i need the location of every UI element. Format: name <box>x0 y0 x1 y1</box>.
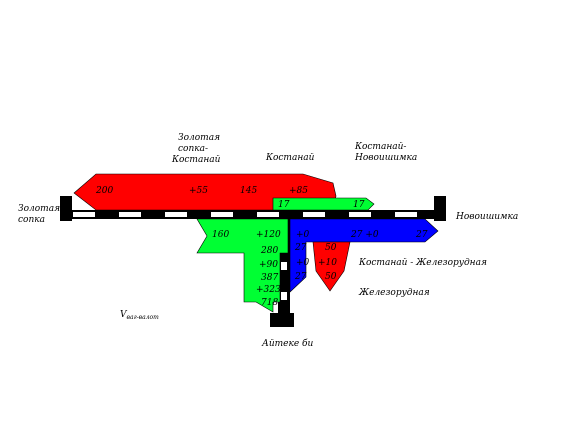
station-left-line1: Золотая <box>18 204 60 214</box>
legend-zk-1: Золотая <box>178 133 220 143</box>
legend-zk-2: сопка- <box>178 144 208 154</box>
green-17a: 17 <box>278 200 290 210</box>
green-718: 718 <box>261 298 278 308</box>
station-bottom-label: Айтеке би <box>261 338 314 349</box>
v-label: Vваг-валот <box>120 310 159 321</box>
blue-27b: 27 <box>415 230 428 240</box>
red-small-p10: +10 <box>318 258 337 268</box>
legend-kz: Костанай - Железорудная <box>358 258 487 268</box>
green-top-flow <box>272 197 375 211</box>
red-p85: +85 <box>289 186 308 196</box>
red-145: 145 <box>240 186 257 196</box>
blue-flow <box>289 218 439 293</box>
blue-27a: 27 <box>294 243 307 253</box>
legend-kn-1: Костанай- <box>354 142 406 152</box>
red-small-50b: 50 <box>325 272 337 282</box>
blue-27p0: 27 +0 <box>350 230 379 240</box>
station-right-label: Новоишимка <box>455 212 518 222</box>
green-down-flow <box>196 218 289 313</box>
green-p323: +323 <box>256 285 281 295</box>
station-left-line2: сопка <box>18 215 45 225</box>
right-end-block <box>434 196 446 221</box>
left-end-block <box>60 196 72 221</box>
green-17b: 17 <box>353 200 365 210</box>
red-p55: +55 <box>189 186 208 196</box>
legend-zh: Железорудная <box>358 288 430 298</box>
red-small-flow <box>312 241 351 292</box>
red-small-50a: 50 <box>325 243 337 253</box>
green-p90: +90 <box>259 260 278 270</box>
main-track <box>60 196 446 221</box>
green-280: 280 <box>260 246 278 256</box>
green-387: 387 <box>261 273 278 283</box>
legend-kn-2: Новоишимка <box>354 153 417 163</box>
red-200: 200 <box>95 186 113 196</box>
blue-27c: 27 <box>294 272 307 282</box>
legend-kostanay: Костанай <box>265 153 315 163</box>
green-p120: +120 <box>256 230 281 240</box>
legend-zk-3: Костанай <box>171 155 221 165</box>
blue-p0b: +0 <box>296 258 310 268</box>
blue-p0a: +0 <box>296 230 310 240</box>
green-160: 160 <box>212 230 229 240</box>
